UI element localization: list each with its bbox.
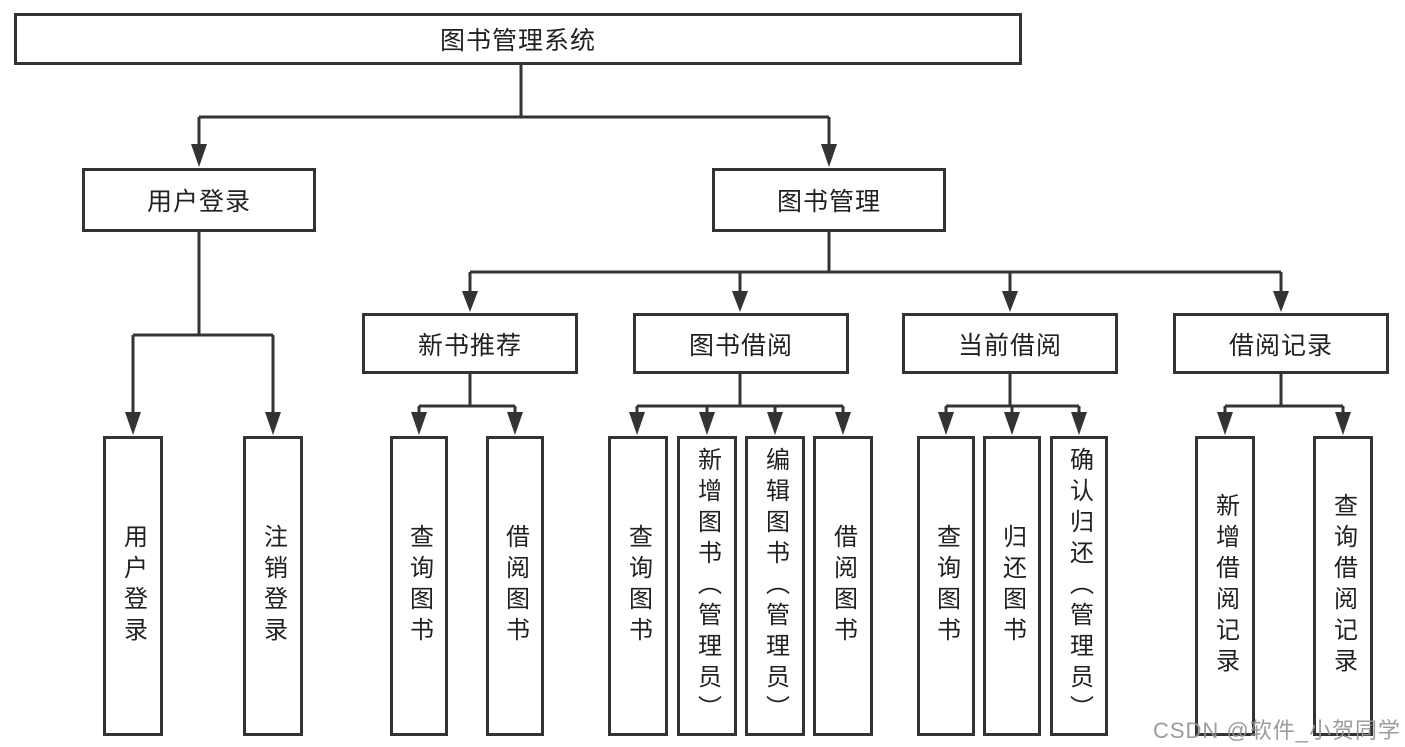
leaf-logout: 注销登录 [243, 436, 303, 736]
csdn-watermark: CSDN @软件_小贺同学 [1152, 718, 1401, 743]
node-label: 查询图书 [932, 524, 960, 648]
node-label: 新增借阅记录 [1211, 493, 1239, 679]
node-label: 借阅记录 [1228, 331, 1333, 360]
leaf-return-book: 归还图书 [983, 436, 1041, 736]
node-label: 图书管理 [776, 188, 881, 216]
leaf-query-books-current: 查询图书 [917, 436, 975, 736]
node-new-book-recommendation: 新书推荐 [362, 313, 578, 374]
node-label: 借阅图书 [829, 524, 857, 648]
leaf-borrow-books-recommend: 借阅图书 [486, 436, 544, 736]
node-label: 图书管理系统 [439, 27, 596, 55]
node-book-borrowing: 图书借阅 [633, 313, 849, 374]
node-borrowing-records: 借阅记录 [1173, 313, 1389, 374]
node-book-management: 图书管理 [712, 168, 946, 232]
leaf-query-borrow-record: 查询借阅记录 [1313, 436, 1373, 736]
node-label: 图书借阅 [688, 331, 793, 360]
leaf-confirm-return-admin: 确认归还（管理员） [1050, 436, 1108, 736]
node-label: 归还图书 [998, 524, 1026, 648]
node-current-borrowing: 当前借阅 [902, 313, 1118, 374]
node-label: 查询图书 [405, 524, 433, 648]
node-label: 用户登录 [119, 524, 147, 648]
leaf-query-books-recommend: 查询图书 [390, 436, 448, 736]
node-label: 查询借阅记录 [1329, 493, 1357, 679]
node-label: 查询图书 [624, 524, 652, 648]
node-label: 当前借阅 [957, 331, 1062, 360]
leaf-add-book-admin: 新增图书（管理员） [677, 436, 737, 736]
node-user-login: 用户登录 [82, 168, 316, 232]
leaf-add-borrow-record: 新增借阅记录 [1195, 436, 1255, 736]
node-label: 编辑图书（管理员） [761, 446, 789, 726]
leaf-edit-book-admin: 编辑图书（管理员） [745, 436, 805, 736]
node-library-management-system: 图书管理系统 [14, 13, 1022, 65]
node-label: 确认归还（管理员） [1065, 446, 1093, 726]
node-label: 用户登录 [146, 188, 251, 216]
leaf-borrow-books-borrowing: 借阅图书 [813, 436, 873, 736]
leaf-user-login: 用户登录 [103, 436, 163, 736]
node-label: 新增图书（管理员） [693, 446, 721, 726]
node-label: 借阅图书 [501, 524, 529, 648]
node-label: 注销登录 [259, 524, 287, 648]
leaf-query-books-borrowing: 查询图书 [608, 436, 668, 736]
node-label: 新书推荐 [417, 331, 522, 360]
